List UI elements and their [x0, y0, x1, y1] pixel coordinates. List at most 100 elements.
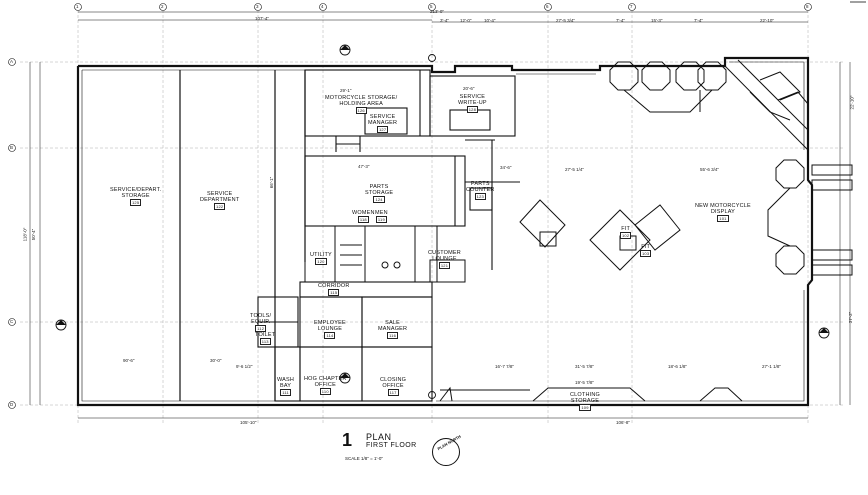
room-name: SERVICE — [206, 191, 233, 197]
dim-top-overall: 213'-0" — [430, 9, 444, 14]
room-name: UTILITY — [310, 252, 332, 258]
room-tag: 109 — [579, 404, 591, 411]
dim-sw-w: 20'-6" — [463, 86, 475, 91]
room-service-storage: SERVICE/DEPART. STORAGE 125 — [110, 187, 161, 206]
room-clothing-storage: CLOTHING STORAGE 109 — [570, 392, 600, 411]
room-name: STORAGE — [365, 190, 394, 196]
room-fit-2: FIT 103 — [640, 244, 652, 257]
room-name: OFFICE — [382, 383, 404, 389]
dim-bottom-left: 105'-10" — [240, 420, 257, 425]
grid-col-label: 7 — [630, 4, 633, 9]
room-name: FIT — [641, 244, 651, 250]
dim-d3: 10'-4" — [484, 18, 496, 23]
room-tag: 116 — [387, 332, 399, 339]
dim-bottom-right: 106'-8" — [616, 420, 630, 425]
dim-parts-w: 47'-3" — [358, 164, 370, 169]
room-tag: 103 — [640, 250, 652, 257]
dim-nm-w1: 27'-5 1/4" — [565, 167, 584, 172]
room-service-department: SERVICE DEPARTMENT 122 — [200, 191, 239, 210]
grid-col-label: 5 — [430, 4, 433, 9]
dim-d4: 27'-5 3/4" — [556, 18, 575, 23]
room-name: STORAGE — [570, 398, 600, 404]
drawing-scale: SCALE 1/8" = 1'-0" — [345, 456, 383, 461]
room-name: WRITE-UP — [458, 100, 487, 106]
dim-bot-c: 9'-6 1/2" — [236, 364, 253, 369]
room-name: HOLDING AREA — [339, 101, 384, 107]
room-tag: 123 — [474, 193, 486, 200]
room-name: CUSTOMER — [428, 250, 461, 256]
room-customer-lounge: CUSTOMER LOUNGE 121 — [428, 250, 461, 269]
dim-left-a: 50'-4" — [31, 228, 37, 241]
room-tag: 119 — [375, 216, 387, 223]
dim-bot-e: 31'-5 7/8" — [575, 364, 594, 369]
room-name: WOMEN — [352, 210, 375, 216]
room-tag: 102 — [620, 232, 632, 239]
room-tag: 128 — [466, 106, 479, 113]
dim-bot-f: 18'-6 1/8" — [668, 364, 687, 369]
grid-row-label: A — [10, 59, 14, 64]
room-parts-storage: PARTS STORAGE 124 — [365, 184, 393, 203]
room-name: LOUNGE — [432, 256, 457, 262]
room-name: OFFICE — [314, 382, 336, 388]
room-name: SERVICE — [459, 94, 486, 100]
dim-bot-g: 27'-1 1/8" — [762, 364, 781, 369]
room-tag: 112 — [255, 325, 267, 332]
dim-right-a: 22'-10" — [849, 95, 855, 110]
room-name: COUNTER — [466, 187, 495, 193]
room-utility: UTILITY 120 — [310, 252, 332, 265]
room-name: BAY — [279, 383, 292, 389]
room-name: SERVICE/DEPART. — [110, 187, 162, 193]
grid-row-label: C — [10, 319, 14, 324]
room-men: MEN 119 — [375, 210, 388, 223]
room-toilet: TOILET 113 — [255, 332, 275, 345]
room-motorcycle-storage: MOTORCYCLE STORAGE/ HOLDING AREA 126 — [325, 95, 397, 114]
room-name: STORAGE — [121, 193, 150, 199]
scale-label: SCALE — [345, 456, 360, 461]
drawing-title: PLAN — [366, 432, 392, 442]
room-name: LOUNGE — [317, 326, 343, 332]
room-tag: 124 — [373, 196, 385, 203]
dim-ms-width: 29'-1" — [340, 88, 352, 93]
dim-pc-w: 34'-6" — [500, 165, 512, 170]
room-tag: 126 — [355, 107, 367, 114]
room-name: TOILET — [255, 332, 276, 338]
dim-left-total: 118'-0" — [22, 227, 28, 242]
room-name: SALE — [385, 320, 401, 326]
room-name: MEN — [375, 210, 388, 216]
dim-d7: 7'-4" — [694, 18, 703, 23]
dim-bot-b: 30'-0" — [210, 358, 222, 363]
room-tag: 114 — [324, 332, 336, 339]
room-new-motorcycle-display: NEW MOTORCYCLE DISPLAY 101 — [695, 203, 751, 222]
room-tag: 101 — [717, 215, 729, 222]
room-tools: TOOLS/ EQUIP. 112 — [250, 313, 271, 332]
room-corridor: CORRIDOR 115 — [318, 283, 350, 296]
room-name: NEW MOTORCYCLE — [695, 203, 751, 209]
dim-bot-d: 16'-7 7/8" — [495, 364, 514, 369]
room-wash-bay: WASH BAY 111 — [277, 377, 294, 396]
room-tag: 118 — [357, 216, 369, 223]
room-fit-1: FIT 102 — [620, 226, 632, 239]
room-women: WOMEN 118 — [352, 210, 375, 223]
room-name: PARTS — [470, 181, 490, 187]
room-tag: 125 — [130, 199, 142, 206]
room-name: HOG CHAPTER — [304, 376, 347, 382]
room-tag: 115 — [328, 289, 340, 296]
room-tag: 117 — [387, 389, 399, 396]
room-parts-counter: PARTS COUNTER 123 — [466, 181, 495, 200]
grid-col-label: 1 — [76, 4, 79, 9]
room-name: EQUIP. — [251, 319, 271, 325]
dim-d5: 7'-4" — [616, 18, 625, 23]
room-name: CLOSING — [380, 377, 407, 383]
room-tag: 121 — [438, 262, 451, 269]
dim-right-b: 37'-2" — [848, 311, 854, 324]
room-sale-manager: SALE MANAGER 116 — [378, 320, 407, 339]
dim-d2: 12'-0" — [460, 18, 472, 23]
drawing-number: 1 — [342, 430, 353, 450]
grid-col-label: 4 — [321, 4, 324, 9]
dim-nm-w2: 55'-6 3/4" — [700, 167, 719, 172]
dim-top-left: 107'-4" — [255, 16, 269, 21]
room-name: DISPLAY — [710, 209, 736, 215]
room-service-write-up: SERVICE WRITE-UP 128 — [458, 94, 487, 113]
room-hog-office: HOG CHAPTER OFFICE 110 — [304, 376, 347, 395]
